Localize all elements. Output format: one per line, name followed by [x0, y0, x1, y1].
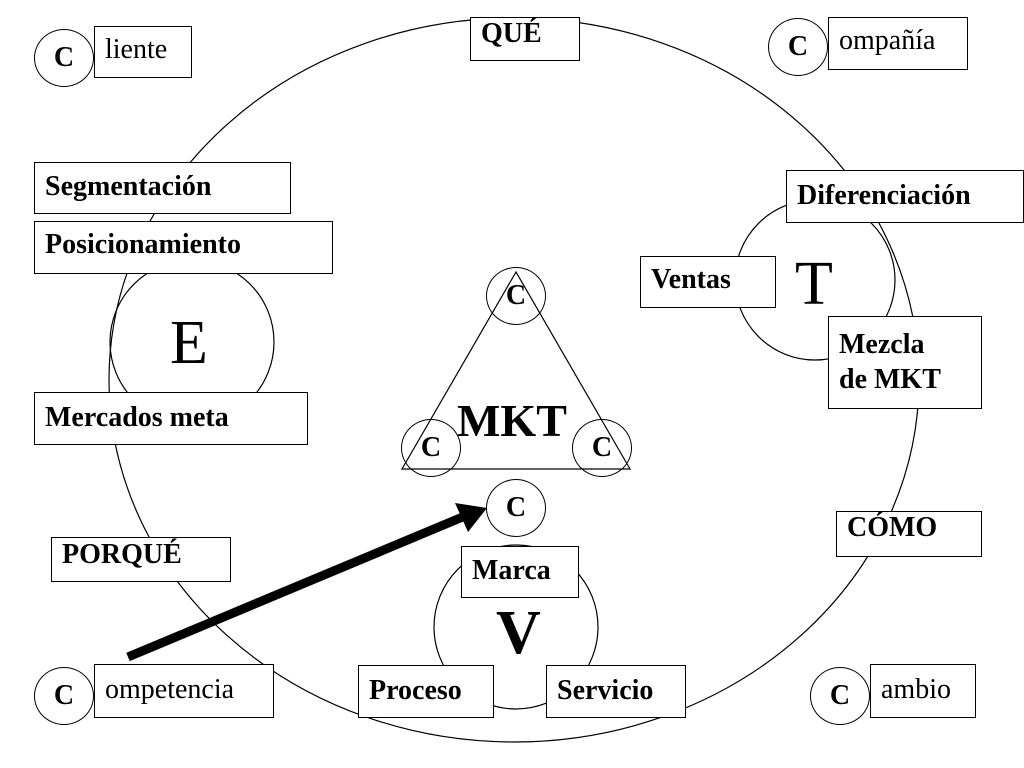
mkt-triangle — [400, 270, 632, 470]
triangle-left-c-circle: C — [401, 419, 461, 477]
cambio-label: ambio — [870, 664, 976, 718]
que-label: QUÉ — [470, 17, 580, 61]
diferenciacion-label: Diferenciación — [786, 170, 1024, 223]
arrow-shaft — [126, 511, 467, 662]
e-group-letter: E — [170, 309, 208, 377]
cliente-c-circle: C — [34, 29, 94, 87]
v-group-circle — [433, 544, 599, 710]
servicio-label: Servicio — [546, 665, 686, 718]
como-label: CÓMO — [836, 511, 982, 557]
porque-label: PORQUÉ — [51, 537, 231, 582]
compania-c-circle: C — [768, 18, 828, 76]
t-group-letter: T — [795, 250, 833, 318]
mercados-meta-label: Mercados meta — [34, 392, 308, 445]
mezcla-line-1: Mezcla — [839, 329, 925, 360]
ventas-label: Ventas — [640, 256, 776, 308]
cliente-label: liente — [94, 26, 192, 78]
mezcla-de-mkt-label: Mezcla de MKT — [828, 316, 982, 409]
v-group-letter: V — [496, 599, 541, 667]
compania-label: ompañía — [828, 17, 968, 70]
mezcla-line-2: de MKT — [839, 364, 941, 395]
center-c-circle: C — [486, 479, 546, 537]
proceso-label: Proceso — [358, 665, 494, 718]
cambio-c-circle: C — [810, 667, 870, 725]
competencia-c-circle: C — [34, 667, 94, 725]
triangle-right-c-circle: C — [572, 419, 632, 477]
competencia-label: ompetencia — [94, 664, 274, 718]
triangle-top-c-circle: C — [486, 267, 546, 325]
segmentacion-label: Segmentación — [34, 162, 291, 214]
posicionamiento-label: Posicionamiento — [34, 221, 333, 274]
arrow-head — [455, 503, 487, 532]
marca-label: Marca — [461, 546, 579, 598]
mkt-label: MKT — [457, 395, 567, 446]
